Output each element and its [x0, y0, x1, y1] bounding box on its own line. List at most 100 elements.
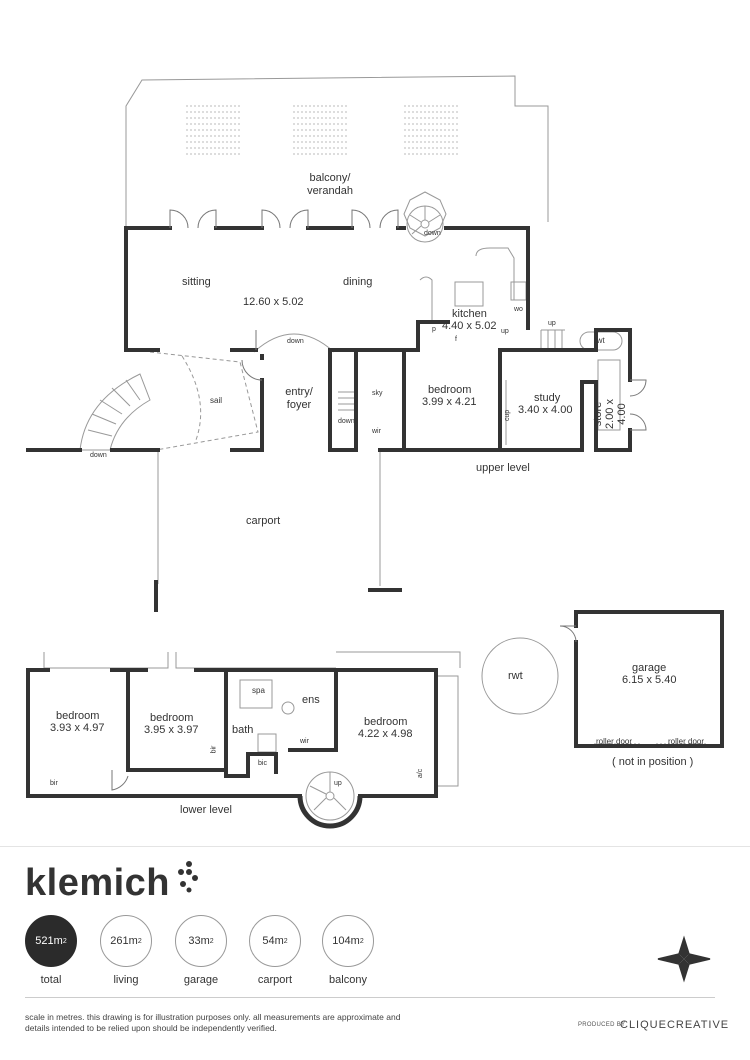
balcony-label-line1: balcony/ [309, 172, 351, 184]
area-unit-sup: 2 [62, 937, 67, 945]
roller-door-1: roller door [596, 737, 633, 746]
balcony-label: balcony/ verandah [290, 172, 370, 198]
bath-label: bath [232, 724, 254, 736]
bedroom-lower-3-dims: 4.22 x 4.98 [358, 728, 413, 740]
footer-divider [25, 997, 715, 998]
area-carport-value: 54m [262, 935, 284, 947]
down-label-arch: down [287, 338, 304, 345]
produced-by-label: PRODUCED BY [578, 1022, 626, 1028]
sitting-label: sitting [182, 276, 211, 288]
bedroom-lower-3-label: bedroom [364, 716, 408, 728]
cup-label: cup [504, 409, 512, 422]
study-dims: 3.40 x 4.00 [518, 404, 573, 416]
brand-dots-icon [178, 861, 198, 893]
rwt-tank [481, 637, 559, 715]
f-label: f [455, 336, 457, 343]
study-label: study [534, 392, 561, 404]
door-swings [111, 209, 647, 791]
cooktop [454, 281, 484, 307]
garage-label: garage [632, 662, 667, 674]
up-label-kitchen: up [501, 328, 509, 335]
bedroom-upper-label: bedroom [428, 384, 472, 396]
spiral-stair-lower [305, 771, 355, 821]
area-unit-sup: 2 [137, 937, 142, 945]
down-label-balcony: down [424, 230, 441, 237]
area-balcony-label: balcony [329, 974, 367, 986]
producer-logo: CLIQUECREATIVE [620, 1019, 730, 1031]
bedroom-lower-1-label: bedroom [56, 710, 100, 722]
compass-icon [657, 935, 711, 983]
area-unit-sup: 2 [209, 937, 214, 945]
up-label-steps: up [548, 320, 556, 327]
sail-label: sail [210, 396, 223, 405]
bir-label-1: bir [50, 780, 58, 787]
down-label-left: down [90, 452, 107, 459]
rwt-label: rwt [508, 670, 523, 682]
store-label-name: store [592, 401, 604, 427]
area-living-label: living [113, 974, 139, 986]
down-label-entry: down [338, 418, 355, 425]
section-divider [0, 846, 750, 847]
balcony-label-line2: verandah [307, 185, 353, 197]
bic-label: bic [258, 760, 267, 767]
bedroom-lower-1-dims: 3.93 x 4.97 [50, 722, 105, 734]
ac-label: a/c [417, 768, 425, 779]
garage-dims: 6.15 x 5.40 [622, 674, 677, 686]
kitchen-island [419, 276, 433, 322]
living-dims: 12.60 x 5.02 [243, 296, 304, 308]
sky-label: sky [372, 390, 383, 397]
spiral-stair-upper [403, 191, 447, 243]
spiral-stair-left [79, 373, 151, 451]
bedroom-lower-2-dims: 3.95 x 3.97 [144, 724, 199, 736]
steps-up [540, 329, 565, 352]
area-carport-label: carport [257, 974, 293, 986]
ens-label: ens [302, 694, 320, 706]
area-unit-sup: 2 [283, 937, 288, 945]
roller-door-2: roller door [668, 737, 705, 746]
carport-label: carport [246, 515, 281, 527]
area-garage-value: 33m [188, 935, 210, 947]
area-garage-label: garage [183, 974, 219, 986]
carport-outline [157, 450, 381, 586]
area-unit-sup: 2 [359, 937, 364, 945]
entry-label-line2: foyer [286, 399, 312, 411]
bir-label-2: bir [210, 745, 218, 754]
bedroom-upper-dims: 3.99 x 4.21 [422, 396, 477, 408]
wir-label-upper: wir [372, 428, 381, 435]
lower-level-label: lower level [180, 804, 232, 816]
balcony-outline [125, 75, 549, 226]
area-living-value: 261m [110, 935, 138, 947]
upper-level-label: upper level [476, 462, 530, 474]
walls [26, 226, 724, 798]
bedroom-lower-2-label: bedroom [150, 712, 194, 724]
area-total-value: 521m [35, 935, 63, 947]
area-total-label: total [40, 974, 62, 986]
store-label: store 2.00 x 4.00 [592, 394, 628, 434]
wir-label-lower: wir [300, 738, 309, 745]
garage-note: ( not in position ) [612, 756, 694, 768]
brand-logo: klemich [25, 861, 198, 905]
rwt-upper-label: rwt [594, 336, 605, 345]
store-label-dims: 2.00 x 4.00 [604, 399, 628, 429]
lower-stair-ring [297, 795, 363, 829]
kitchen-dims: 4.40 x 5.02 [442, 320, 497, 332]
up-label-lower: up [334, 780, 342, 787]
area-balcony-value: 104m [332, 935, 360, 947]
dining-label: dining [343, 276, 373, 288]
p-label: p [432, 326, 436, 333]
disclaimer-text: scale in metres. this drawing is for ill… [25, 1012, 401, 1033]
kitchen-bench [475, 247, 529, 325]
sail-shape [149, 351, 259, 451]
archway [253, 333, 335, 353]
spa-label: spa [252, 686, 265, 695]
wo-label: wo [514, 306, 523, 313]
kitchen-label: kitchen [452, 308, 487, 320]
entry-label-line1: entry/ [285, 386, 313, 398]
spa-bath [239, 679, 273, 709]
